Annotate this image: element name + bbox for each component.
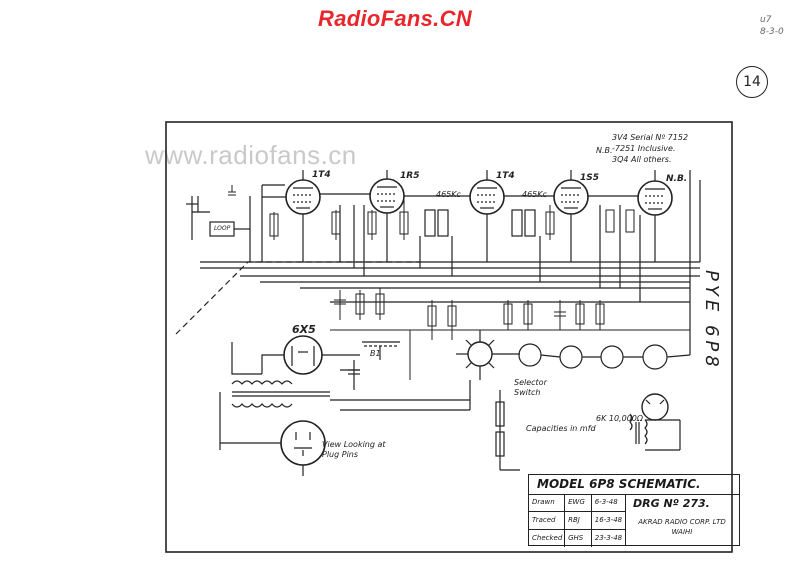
middle-components [330, 288, 690, 380]
loop-label: LOOP [214, 225, 231, 232]
plug-note: View Looking at Plug Pins [322, 440, 386, 459]
aerial-input [186, 196, 251, 262]
corner-note-line: 8-3-0 [760, 27, 784, 37]
tube-5 [588, 170, 673, 302]
nb-note-line: 3Q4 All others. [612, 155, 672, 164]
rectifier-section [219, 335, 471, 450]
nb-prefix: N.B. [596, 146, 613, 155]
nb-note: 3V4 Serial Nº 7152 -7251 Inclusive. 3Q4 … [612, 132, 688, 165]
company-line: AKRAD RADIO CORP. LTD [638, 518, 726, 526]
signoff-role: Checked [529, 530, 566, 547]
battery-label: B1 [370, 349, 381, 358]
signoff-date: 16-3-48 [594, 516, 623, 524]
tube-label: N.B. [666, 174, 688, 184]
signoff-row: Traced RBJ 16-3-48 [529, 512, 625, 530]
plug-pins [220, 420, 326, 476]
tube-4 [504, 170, 589, 282]
speaker-cap-label: 6K 10,000Ω [596, 414, 643, 423]
signoff-initials: RBJ [565, 512, 592, 529]
tube-label: 1S5 [580, 173, 600, 183]
gang-dashed-line [175, 261, 420, 335]
tube-label: 1R5 [400, 171, 420, 181]
signoff-role: Traced [529, 512, 566, 529]
tube-3 [404, 170, 505, 276]
drawing-frame [165, 121, 733, 553]
page-number: 14 [736, 66, 768, 98]
if-label: 465Kc [436, 190, 461, 199]
company-line: WAIHI [671, 528, 693, 536]
watermark: www.radiofans.cn [145, 140, 357, 170]
signoff-initials: GHS [565, 530, 592, 547]
battery-b1 [362, 341, 400, 360]
signoff-table: Drawn EWG 6-3-48 Traced RBJ 16-3-48 Chec… [529, 494, 626, 547]
selector-label: Selector Switch [514, 378, 547, 397]
selector-switch [456, 330, 520, 380]
tube-label: 1T4 [496, 171, 515, 181]
rectifier-label: 6X5 [292, 323, 316, 336]
signoff-row: Checked GHS 23-3-48 [529, 530, 625, 547]
nb-note-line: -7251 Inclusive. [612, 144, 676, 153]
if-label: 465Kc [522, 190, 547, 199]
top-components [228, 185, 635, 240]
signoff-initials: EWG [565, 494, 592, 511]
drawing-number: DRG Nº 273. [633, 497, 710, 510]
tube-label: 1T4 [312, 170, 331, 180]
supply-bus-lines [200, 170, 701, 355]
capacities-note: Capacities in mfd [526, 424, 596, 433]
signoff-date: 23-3-48 [594, 534, 623, 542]
speaker-output [629, 393, 681, 451]
nb-note-line: 3V4 Serial Nº 7152 [612, 133, 689, 142]
site-logo[interactable]: RadioFans.CN [318, 6, 472, 31]
corner-note: u7 8-3-0 [760, 14, 784, 38]
drawing-title: MODEL 6P8 SCHEMATIC. [529, 475, 739, 495]
corner-note-line: u7 [760, 15, 772, 25]
battery-sockets [518, 343, 691, 370]
signoff-date: 6-3-48 [594, 498, 618, 506]
company-name: AKRAD RADIO CORP. LTD WAIHI [629, 517, 735, 537]
tube-1 [261, 170, 321, 262]
bottom-resistors [495, 390, 520, 471]
signoff-role: Drawn [529, 494, 566, 511]
tube-2 [320, 170, 405, 276]
signoff-row: Drawn EWG 6-3-48 [529, 494, 625, 512]
title-block: MODEL 6P8 SCHEMATIC. Drawn EWG 6-3-48 Tr… [528, 474, 740, 547]
